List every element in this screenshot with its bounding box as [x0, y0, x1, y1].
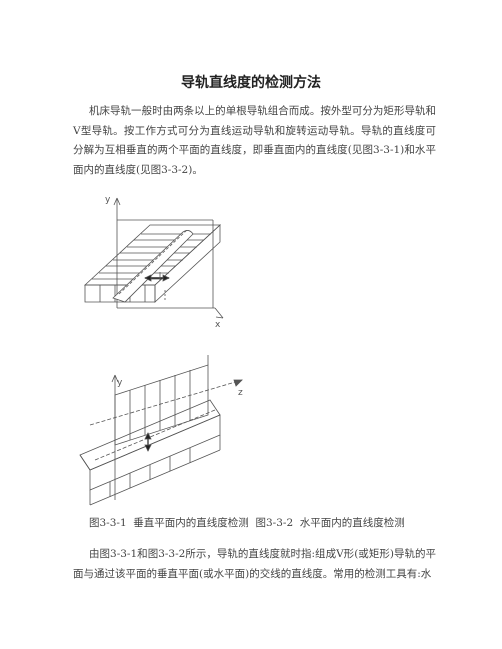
figure2-axis-z-label: z	[238, 388, 243, 398]
figure-horizontal-plane-straightness: y z	[79, 355, 243, 506]
figure-caption: 图3-3-1 垂直平面内的直线度检测 图3-3-2 水平面内的直线度检测	[89, 517, 405, 529]
figure2-axis-y-label: y	[117, 378, 123, 388]
document-title: 导轨直线度的检测方法	[181, 75, 321, 91]
figure1-axis-x-label: x	[215, 320, 221, 330]
intro-paragraph: 机床导轨一般时由两条以上的单根导轨组合而成。按外型可分为矩形导轨和V型导轨。按工…	[73, 105, 436, 176]
figure1-axis-y-label: y	[105, 195, 111, 205]
body-paragraph: 由图3-3-1和图3-3-2所示，导轨的直线度就时指:组成V形(或矩形)导轨的平…	[73, 548, 436, 580]
figure-vertical-plane-straightness: y x	[83, 195, 224, 330]
